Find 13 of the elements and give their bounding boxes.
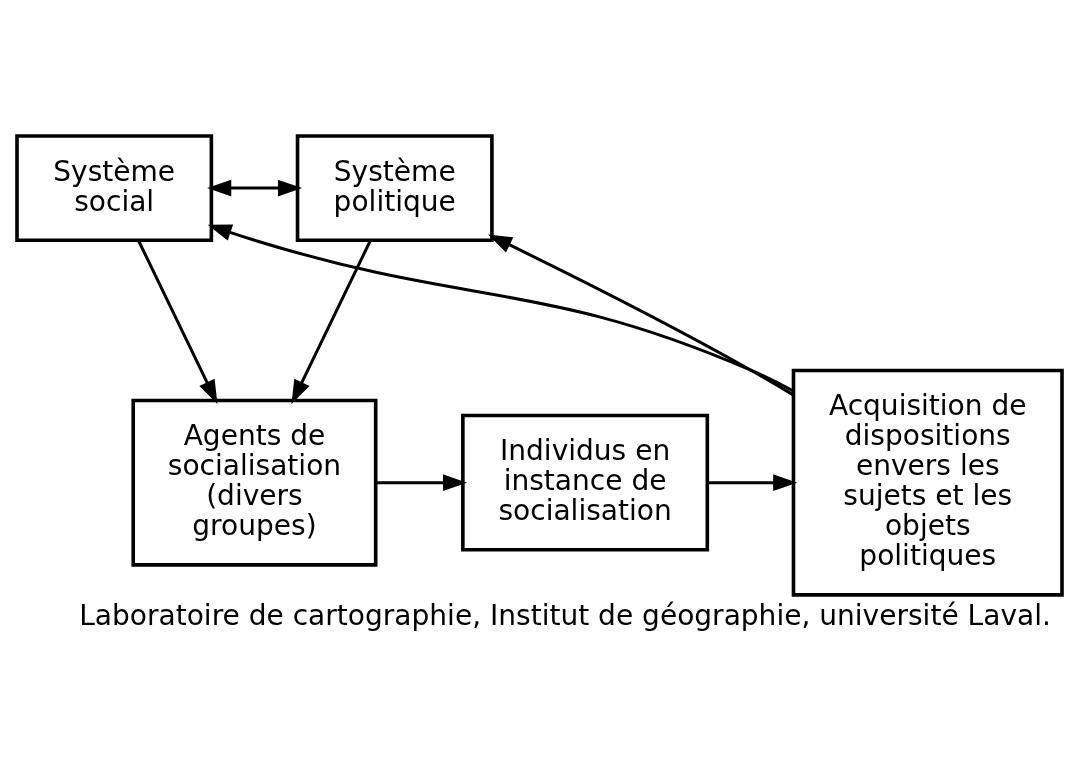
- node-box: Individus en instance de socialisation: [461, 413, 710, 552]
- node-box: Acquisition de dispositions envers les sujets et les objets politiques: [791, 368, 1064, 597]
- node-box: Système politique: [295, 133, 494, 242]
- node-box: Agents de socialisation (divers groupes): [131, 398, 378, 567]
- arrow: [488, 233, 794, 396]
- arrow: [207, 224, 794, 392]
- arrow: [207, 179, 303, 197]
- arrow: [707, 473, 798, 491]
- arrow: [291, 239, 372, 404]
- arrow: [375, 473, 468, 491]
- arrow: [137, 239, 218, 404]
- caption: Laboratoire de cartographie, Institut de géographie, université Laval.: [79, 598, 1051, 632]
- node-box: Système social: [15, 133, 214, 242]
